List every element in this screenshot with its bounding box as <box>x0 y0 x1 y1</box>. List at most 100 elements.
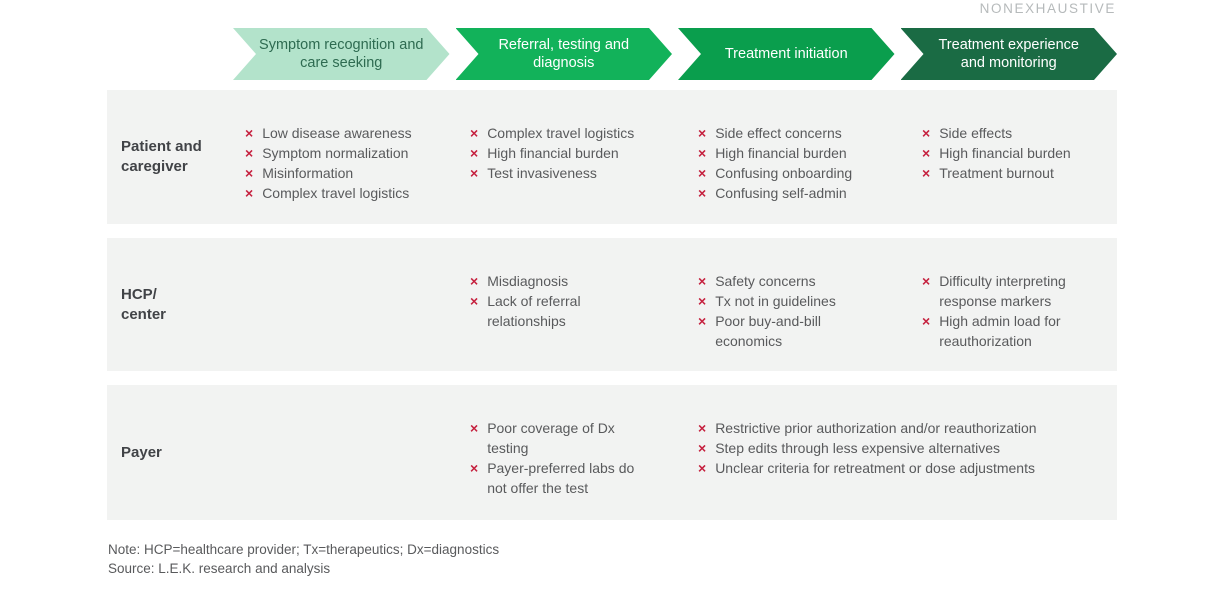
stage-symptom-recognition: Symptom recognition and care seeking <box>233 28 450 80</box>
x-mark-icon: × <box>470 145 479 161</box>
barrier-text: Complex travel logistics <box>487 125 635 141</box>
x-mark-icon: × <box>698 293 707 309</box>
barrier-text: Side effect concerns <box>715 125 842 141</box>
barrier-item: ×Symptom normalization <box>245 143 463 163</box>
x-mark-icon: × <box>922 125 931 141</box>
barrier-item: × Misdiagnosis <box>470 271 622 291</box>
x-mark-icon: × <box>698 185 707 201</box>
cell-hcp-stage2: × Misdiagnosis × Lack of referral relations… <box>470 238 622 331</box>
barrier-text: High financial burden <box>715 145 847 161</box>
barrier-text: Misinformation <box>262 165 354 181</box>
barrier-text: Confusing onboarding <box>715 165 853 181</box>
row-label: Payer <box>121 443 162 461</box>
stage-label: Referral, testing and diagnosis <box>498 36 630 71</box>
barrier-item: × Safety concerns <box>698 271 863 291</box>
barrier-item: × High financial burden <box>470 143 688 163</box>
x-mark-icon: × <box>922 273 931 289</box>
x-mark-icon: × <box>698 420 707 436</box>
cell-payer-stage3-4: × Restrictive prior authorization and/or … <box>698 385 1138 478</box>
barrier-item: × Misinformation <box>245 163 463 183</box>
barrier-text: Lack of referral relationships <box>487 293 581 329</box>
x-mark-icon: × <box>698 125 707 141</box>
barrier-item: × Low disease awareness <box>245 123 463 143</box>
barrier-text: High financial burden <box>939 145 1071 161</box>
barrier-item: × High financial burden <box>922 143 1120 163</box>
cell-patient-stage3: × Side effect concerns × High financial bur… <box>698 90 913 203</box>
x-mark-icon: × <box>698 145 707 161</box>
x-mark-icon: × <box>245 165 254 181</box>
footer-notes: Note: HCP=healthcare provider; Tx=therap… <box>108 540 499 578</box>
cell-patient-stage1: ×Low disease awareness×Symptom normaliza… <box>245 90 463 203</box>
barrier-item: × Confusing onboarding <box>698 163 913 183</box>
nonexhaustive-tag: NONEXHAUSTIVE <box>979 1 1116 16</box>
x-mark-icon: × <box>698 165 707 181</box>
barrier-item: × Lack of referral relationships <box>470 291 622 331</box>
x-mark-icon: × <box>470 420 479 436</box>
barrier-text: Misdiagnosis <box>487 273 569 289</box>
barrier-text: High financial burden <box>487 145 619 161</box>
barrier-text: Restrictive prior authorization and/or r… <box>715 420 1037 436</box>
barrier-text: Safety concerns <box>715 273 816 289</box>
barrier-text: High admin load for reauthorization <box>939 313 1061 349</box>
x-mark-icon: × <box>698 440 707 456</box>
cell-patient-stage2: × Complex travel logistics × High financial… <box>470 90 688 183</box>
barrier-item: × Poor coverage of Dx testing <box>470 418 638 458</box>
x-mark-icon: × <box>698 313 707 329</box>
barrier-text: Treatment burnout <box>939 165 1054 181</box>
barrier-item: × Treatment burnout <box>922 163 1120 183</box>
barrier-text: Confusing self-admin <box>715 185 847 201</box>
note-line: Note: HCP=healthcare provider; Tx=therap… <box>108 542 500 557</box>
stage-label: Treatment initiation <box>724 45 848 62</box>
journey-stage-arrows: Symptom recognition and care seeking Ref… <box>233 28 1117 80</box>
x-mark-icon: × <box>470 293 479 309</box>
cell-patient-stage4: × Side effects × High financial burden × Trea… <box>922 90 1120 183</box>
x-mark-icon: × <box>470 125 479 141</box>
row-hcp-center: HCP/ center × Misdiagnosis × Lack of referr… <box>107 238 1117 371</box>
row-patient-and-caregiver: Patient and caregiver × Low disease aware… <box>107 90 1117 224</box>
stage-label: Symptom recognition and care seeking <box>259 36 424 71</box>
barrier-item: × Restrictive prior authorization and/or … <box>698 418 1138 438</box>
barrier-text: Poor buy-and-bill economics <box>715 313 822 349</box>
cell-payer-stage2: × Poor coverage of Dx testing×Payer-prefe… <box>470 385 638 498</box>
stage-treatment-initiation: Treatment initiation <box>678 28 895 80</box>
barrier-item: × Unclear criteria for retreatment or dos… <box>698 458 1138 478</box>
barrier-item: ×Payer-preferred labs do not offer the t… <box>470 458 638 498</box>
barrier-item: ×Complex travel logistics <box>245 183 463 203</box>
barrier-text: Difficulty interpreting response markers <box>939 273 1066 309</box>
barrier-text: Side effects <box>939 125 1013 141</box>
x-mark-icon: × <box>922 165 931 181</box>
barrier-item: ×Tx not in guidelines <box>698 291 863 311</box>
barrier-text: Step edits through less expensive altern… <box>715 440 1001 456</box>
barrier-item: × Step edits through less expensive alter… <box>698 438 1138 458</box>
barrier-text: Payer-preferred labs do not offer the te… <box>487 460 635 496</box>
row-label: Patient and caregiver <box>121 138 202 175</box>
barrier-item: × Poor buy-and-bill economics <box>698 311 863 351</box>
barrier-item: × Confusing self-admin <box>698 183 913 203</box>
x-mark-icon: × <box>245 125 254 141</box>
x-mark-icon: × <box>922 145 931 161</box>
barrier-item: × High financial burden <box>698 143 913 163</box>
cell-hcp-stage3: ×Safety concerns×Tx not in guidelines×Po… <box>698 238 863 351</box>
x-mark-icon: × <box>470 273 479 289</box>
source-line: Source: L.E.K. research and analysis <box>108 561 331 576</box>
x-mark-icon: × <box>922 313 931 329</box>
x-mark-icon: × <box>698 460 707 476</box>
barrier-item: × Difficulty interpreting response marker… <box>922 271 1104 311</box>
row-label: HCP/ center <box>121 285 167 323</box>
barrier-item: ×Test invasiveness <box>470 163 688 183</box>
barrier-text: Test invasiveness <box>487 165 597 181</box>
barrier-text: Symptom normalization <box>262 145 409 161</box>
stage-referral-testing-diagnosis: Referral, testing and diagnosis <box>456 28 673 80</box>
x-mark-icon: × <box>698 273 707 289</box>
cell-hcp-stage4: × Difficulty interpreting response marker… <box>922 238 1104 351</box>
barrier-text: Low disease awareness <box>262 125 412 141</box>
barrier-item: × Side effect concerns <box>698 123 913 143</box>
row-payer: Payer ×Poor coverage of Dx testing×Payer… <box>107 385 1117 520</box>
barrier-item: × Complex travel logistics <box>470 123 688 143</box>
stage-label: Treatment experience and monitoring <box>938 36 1079 71</box>
barrier-text: Poor coverage of Dx testing <box>487 420 615 456</box>
barrier-text: Unclear criteria for retreatment or dose… <box>715 460 1035 476</box>
stage-treatment-experience-monitoring: Treatment experience and monitoring <box>901 28 1118 80</box>
barrier-text: Complex travel logistics <box>262 185 410 201</box>
